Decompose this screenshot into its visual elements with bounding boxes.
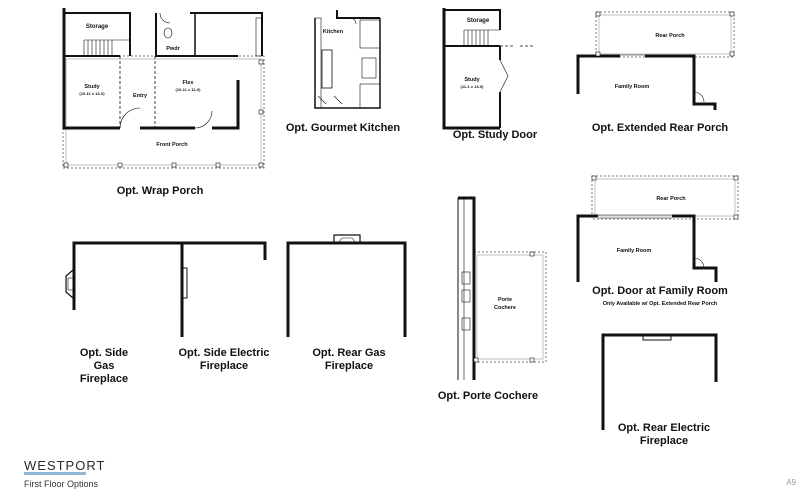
porte-label-b: Cochere	[494, 305, 516, 311]
caption-side-electric-fireplace: Opt. Side Electric Fireplace	[178, 347, 270, 372]
caption-porte-cochere: Opt. Porte Cochere	[437, 390, 539, 402]
plan-subtitle: First Floor Options	[24, 479, 99, 489]
caption-door-family-room: Opt. Door at Family Room	[592, 285, 728, 297]
caption-wrap-porch: Opt. Wrap Porch	[116, 185, 204, 197]
wrap-porch-plan: Storage Pwdr Study (10-11 x 13-0) Entry …	[62, 8, 265, 169]
study-door-plan: Storage Study (11-1 x 13-0)	[442, 8, 535, 130]
study-label: Study	[84, 84, 100, 90]
caption-gourmet-kitchen: Opt. Gourmet Kitchen	[285, 122, 401, 134]
entry-label: Entry	[133, 93, 148, 99]
rear-gas-fireplace-plan	[286, 234, 407, 337]
flex-dims: (10-11 x 11-0)	[176, 87, 202, 92]
porte-label-a: Porte	[498, 297, 512, 303]
caption-extended-rear-porch: Opt. Extended Rear Porch	[591, 122, 729, 134]
rear-electric-fireplace-plan	[601, 333, 718, 430]
side-electric-fireplace-plan	[180, 241, 267, 337]
family-room-label: Family Room	[615, 84, 650, 90]
gourmet-kitchen-plan: Kitchen	[314, 10, 381, 109]
storage-label: Storage	[86, 24, 109, 30]
kitchen-label: Kitchen	[323, 29, 344, 35]
porte-cochere-plan: Porte Cochere	[457, 196, 547, 380]
caption-side-gas-fireplace: Opt. Side Gas Fireplace	[79, 347, 129, 385]
side-gas-fireplace-plan	[65, 241, 185, 310]
caption-door-family-room-note: Only Available w/ Opt. Extended Rear Por…	[602, 301, 718, 307]
door-family-room-plan: Rear Porch Family Room	[576, 175, 739, 282]
flex-label: Flex	[182, 80, 194, 86]
pwdr-label: Pwdr	[166, 46, 180, 52]
plan-name: WESTPORT	[24, 458, 106, 473]
caption-study-door: Opt. Study Door	[452, 129, 538, 141]
rear-porch-label: Rear Porch	[655, 33, 685, 39]
rear-porch-label-2: Rear Porch	[656, 196, 686, 202]
caption-rear-electric-fireplace: Opt. Rear Electric Fireplace	[617, 422, 711, 447]
sheet-code: A9	[786, 478, 796, 487]
study-dims-2: (11-1 x 13-0)	[461, 84, 485, 89]
study-dims: (10-11 x 13-0)	[79, 91, 105, 96]
caption-rear-gas-fireplace: Opt. Rear Gas Fireplace	[312, 347, 386, 372]
front-porch-label: Front Porch	[156, 142, 188, 148]
storage-label-2: Storage	[467, 18, 490, 24]
family-room-label-2: Family Room	[617, 248, 652, 254]
extended-rear-porch-plan: Rear Porch Family Room	[576, 11, 735, 110]
brand-accent-bar	[24, 472, 86, 475]
study-label-2: Study	[464, 77, 480, 83]
